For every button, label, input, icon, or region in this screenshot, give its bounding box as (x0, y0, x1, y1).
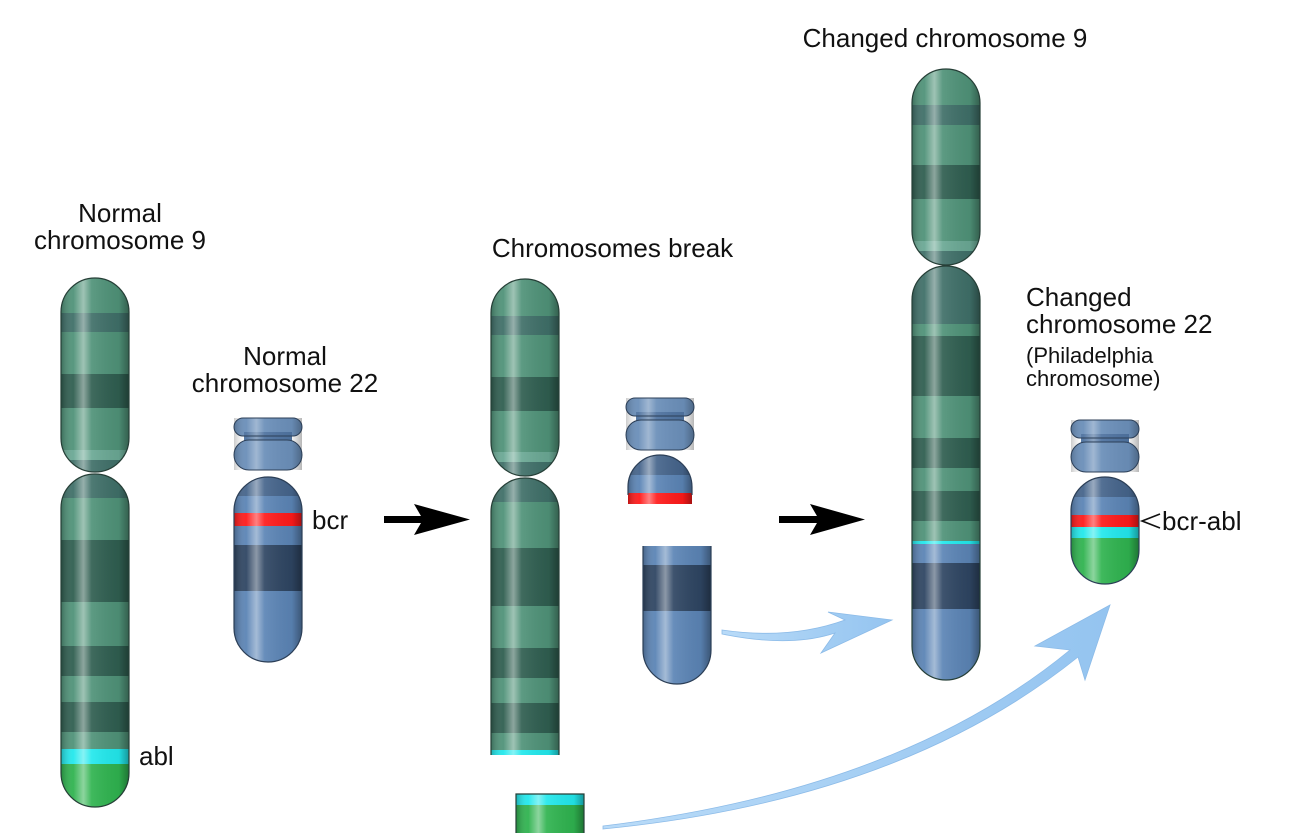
black-arrow-1 (384, 504, 470, 535)
label-normal-chromosome-22: Normal chromosome 22 (155, 343, 415, 397)
break-chr9-upper-arm (490, 278, 560, 477)
changed-chromosome-9 (911, 68, 981, 681)
label-changed-chromosome-9: Changed chromosome 9 (802, 23, 1088, 53)
break-chr22-lower-fragment (642, 546, 712, 685)
label-line: Normal (243, 341, 327, 371)
break-chromosome-9 (490, 278, 585, 838)
changed-chr9-upper-arm (911, 68, 981, 266)
chr22-arm (233, 476, 303, 663)
blue-arrow-to-philadelphia (602, 604, 1111, 830)
chr22-satellite (233, 417, 303, 471)
break-chr22-bcr-fragment (627, 454, 693, 504)
break-chr22-satellite (625, 397, 695, 451)
label-line: Changed (1026, 282, 1132, 312)
break-chr9-lower-arm (490, 477, 560, 755)
label-chromosomes-break: Chromosomes break (491, 233, 734, 263)
gene-label-bcr: bcr (312, 505, 349, 535)
blue-arrow-to-changed-chr9 (721, 611, 894, 654)
label-line: chromosome) (1026, 366, 1161, 391)
normal-chromosome-22 (233, 417, 303, 663)
gene-label-abl: abl (139, 741, 174, 771)
fusion-pointer-icon (1139, 513, 1161, 529)
label-line: chromosome 22 (1026, 309, 1213, 339)
label-philadelphia-chromosome: (Philadelphia chromosome) (1026, 344, 1160, 390)
chr9-upper-arm (60, 277, 130, 473)
break-chromosome-22 (625, 397, 712, 685)
normal-chromosome-9 (60, 277, 130, 808)
chr9-lower-arm (60, 473, 130, 808)
label-line: chromosome 22 (191, 368, 379, 398)
ph-arm (1070, 476, 1140, 585)
break-chr9-abl-fragment (515, 793, 585, 838)
philadelphia-chromosome (1070, 419, 1161, 585)
gene-label-bcr-abl: bcr-abl (1162, 506, 1242, 536)
label-normal-chromosome-9: Normal chromosome 9 (0, 200, 240, 254)
ph-satellite (1070, 419, 1140, 473)
changed-chr9-lower-arm (911, 265, 981, 681)
label-line: chromosome 9 (34, 225, 206, 255)
label-line: (Philadelphia (1026, 343, 1154, 368)
black-arrow-2 (779, 504, 865, 535)
label-line: Normal (78, 198, 162, 228)
label-changed-chromosome-22: Changed chromosome 22 (1026, 284, 1212, 338)
